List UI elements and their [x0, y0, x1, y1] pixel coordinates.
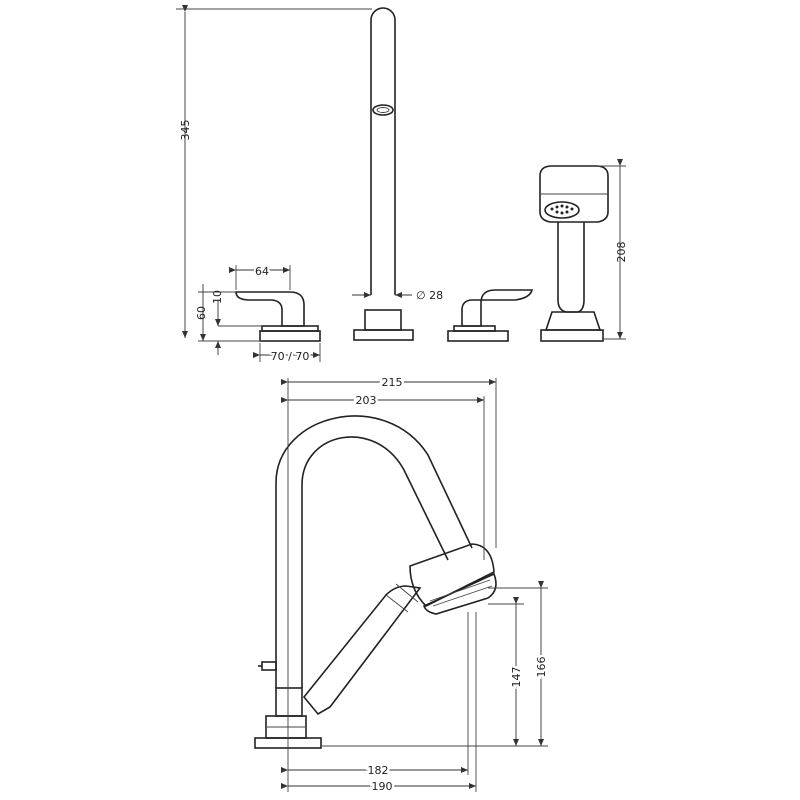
label-spout-reach-inner: 203	[356, 394, 377, 407]
dimension-holder-height-outer: 166	[533, 581, 551, 746]
dimension-base-offset-outer: 190	[281, 778, 476, 796]
label-shower-height: 208	[615, 242, 628, 263]
left-handle	[235, 291, 321, 342]
gooseneck-spout	[275, 415, 473, 688]
dimension-base-offset-inner: 182	[281, 762, 468, 780]
right-handle	[447, 289, 534, 342]
label-handle-width: 64	[255, 265, 269, 278]
dimension-holder-height-inner: 147	[508, 597, 526, 746]
dimension-handle-vertical: 60 10	[195, 284, 262, 355]
label-holder-height-outer: 166	[535, 657, 548, 678]
label-holder-height-inner: 147	[510, 667, 523, 688]
spout-column	[353, 7, 414, 341]
label-base-offset-inner: 182	[368, 764, 389, 777]
label-spout-reach-outer: 215	[382, 376, 403, 389]
dimension-handle-width: 64	[229, 263, 291, 290]
label-base-size: 70 / 70	[271, 350, 310, 363]
dimension-height-total: 345	[176, 5, 372, 338]
dimension-shower-height: 208	[598, 159, 628, 340]
top-elevation-view: 345 60 10 64 70 / 70	[176, 5, 628, 365]
dimension-spout-reach-outer: 215	[281, 374, 496, 392]
label-base-offset-outer: 190	[372, 780, 393, 793]
spray-head	[409, 543, 497, 615]
label-spout-diameter: ∅ 28	[416, 289, 443, 302]
label-handle-height: 60	[195, 306, 208, 320]
bottom-side-view: 215 203 166 147 182 190	[254, 374, 551, 796]
dimension-spout-reach-inner: 203	[281, 392, 484, 410]
dimension-spout-diameter: ∅ 28	[352, 289, 443, 302]
label-height-total: 345	[179, 120, 192, 141]
label-handle-top: 10	[211, 290, 224, 304]
dimension-base-size: 70 / 70	[253, 343, 321, 365]
lift-rod-knob	[258, 661, 277, 671]
spray-nozzle-dots	[550, 204, 574, 215]
hand-shower-arm	[302, 583, 422, 716]
hand-shower	[539, 165, 609, 342]
